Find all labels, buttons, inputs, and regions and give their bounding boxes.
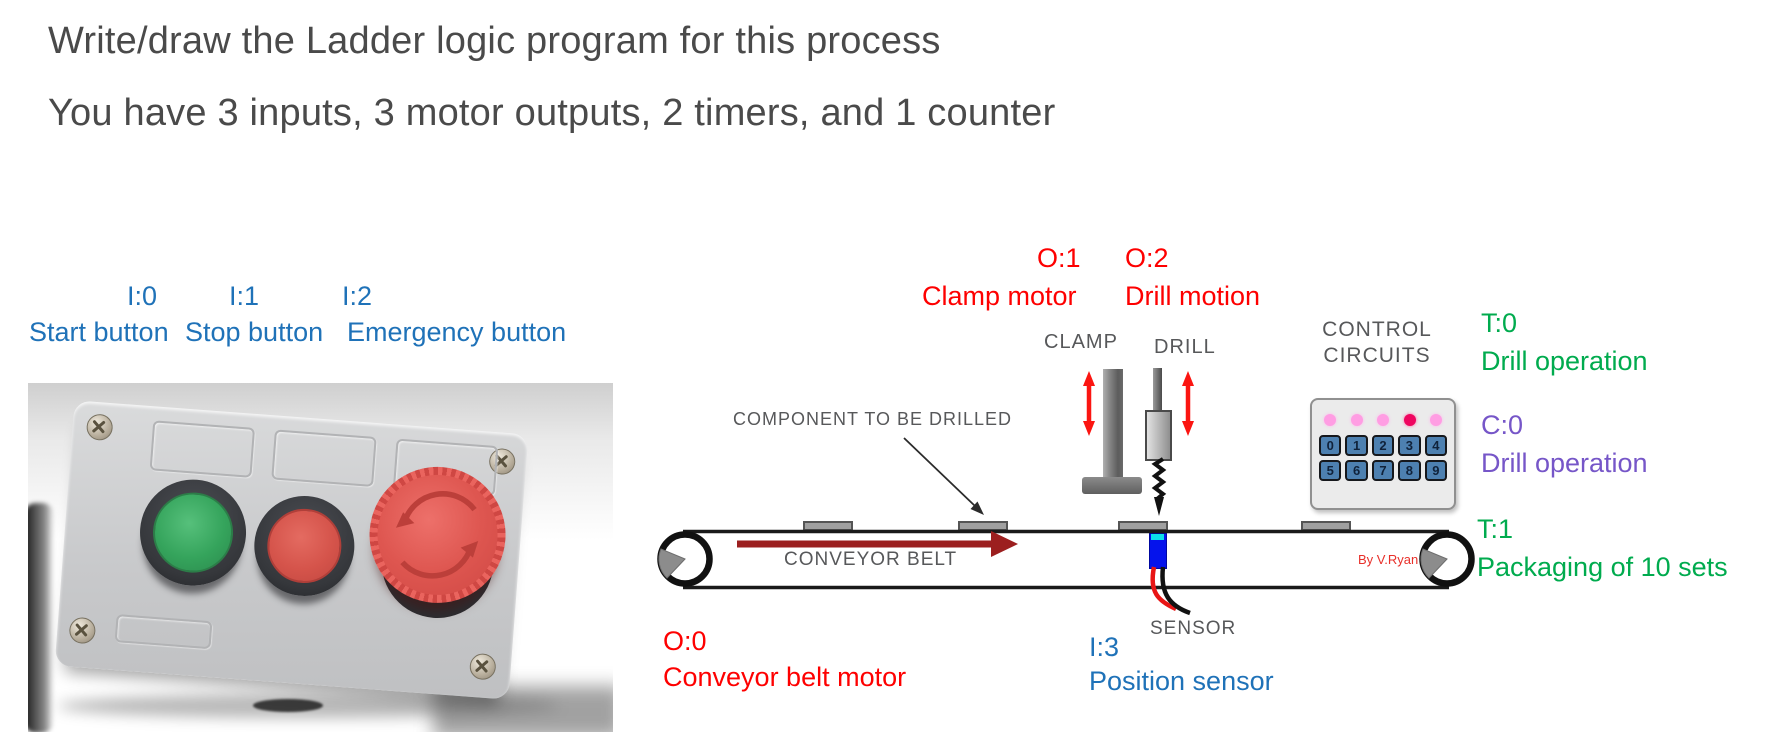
pushbutton-station-photo — [28, 383, 613, 732]
belt-component — [803, 521, 853, 531]
input-i2-code: I:2 — [342, 281, 373, 311]
timer-t1-code: T:1 — [1477, 514, 1514, 544]
screw-icon — [68, 616, 97, 645]
slide-title-line1: Write/draw the Ladder logic program for … — [48, 20, 941, 62]
estop-reset-arrows-icon — [395, 491, 479, 579]
stop-button — [264, 506, 345, 586]
keypad-row-2: 5 6 7 8 9 — [1312, 460, 1454, 481]
led-indicator — [1377, 414, 1389, 426]
label-plate — [114, 614, 213, 650]
keypad-key: 3 — [1398, 435, 1421, 456]
input-i1-code: I:1 — [229, 281, 260, 311]
input-i3-label: Position sensor — [1089, 666, 1274, 696]
control-circuits-label: CONTROL CIRCUITS — [1322, 318, 1432, 368]
component-label: COMPONENT TO BE DRILLED — [733, 409, 1013, 429]
output-o2-code: O:2 — [1125, 243, 1169, 273]
component-annotation-arrow-icon — [903, 437, 984, 515]
output-o0-code: O:0 — [663, 626, 707, 656]
led-indicator — [1350, 414, 1363, 426]
output-o1-code: O:1 — [1037, 243, 1081, 273]
drill-bit-icon — [1151, 457, 1167, 516]
clamp-motion-arrow-icon — [1083, 371, 1095, 436]
start-button-bezel — [136, 475, 250, 590]
clamp-label: CLAMP — [1044, 331, 1118, 353]
label-plate — [271, 429, 377, 487]
stop-button-bezel — [250, 492, 358, 600]
screw-icon — [85, 413, 114, 442]
timer-t0-code: T:0 — [1481, 308, 1518, 338]
keypad-key: 9 — [1424, 460, 1448, 481]
led-indicator — [1430, 414, 1442, 426]
led-indicator-active — [1403, 414, 1416, 426]
output-o1-label: Clamp motor — [922, 281, 1077, 311]
keypad-key: 7 — [1371, 460, 1395, 481]
conduit-hole — [253, 699, 323, 712]
keypad-key: 4 — [1424, 435, 1448, 456]
drill-chuck — [1145, 410, 1172, 461]
led-indicator — [1324, 414, 1336, 426]
pushbutton-enclosure — [54, 400, 529, 700]
drill-label: DRILL — [1154, 336, 1216, 358]
right-roller-icon — [1419, 531, 1475, 587]
keypad-key: 2 — [1371, 435, 1395, 456]
emergency-stop-button — [364, 462, 511, 608]
label-plate — [149, 420, 256, 478]
input-i3-code: I:3 — [1089, 632, 1120, 662]
input-i0-code: I:0 — [127, 281, 158, 311]
keypad-key: 1 — [1345, 435, 1368, 456]
sensor-wires-icon — [1150, 566, 1191, 616]
belt-component-under-drill — [1118, 521, 1168, 531]
start-button — [150, 489, 236, 576]
photo-shadow — [28, 503, 54, 732]
input-i0-label: Start button — [29, 317, 169, 347]
input-i1-label: Stop button — [185, 317, 324, 347]
left-roller-icon — [657, 531, 713, 587]
keypad-key: 6 — [1345, 460, 1368, 481]
drill-shaft — [1153, 368, 1162, 414]
keypad-key: 5 — [1319, 460, 1342, 481]
keypad-key: 8 — [1398, 460, 1421, 481]
clamp-foot — [1082, 477, 1142, 494]
credit-text: By V.Ryan — [1358, 552, 1419, 567]
slide-title-line2: You have 3 inputs, 3 motor outputs, 2 ti… — [48, 92, 1056, 134]
drill-motion-arrow-icon — [1182, 371, 1194, 436]
led-row — [1312, 400, 1454, 426]
timer-t0-label: Drill operation — [1481, 346, 1648, 376]
sensor-label: SENSOR — [1150, 618, 1237, 639]
screw-icon — [468, 652, 497, 681]
clamp-column — [1103, 369, 1123, 480]
counter-c0-label: Drill operation — [1481, 448, 1648, 478]
timer-t1-label: Packaging of 10 sets — [1477, 552, 1728, 582]
position-sensor-tip — [1151, 534, 1164, 540]
keypad-key: 0 — [1319, 435, 1342, 456]
belt-component-pointed — [958, 521, 1008, 531]
input-i2-label: Emergency button — [347, 317, 567, 347]
output-o2-label: Drill motion — [1125, 281, 1261, 311]
counter-c0-code: C:0 — [1481, 410, 1524, 440]
control-circuits-panel: 0 1 2 3 4 5 6 7 8 9 — [1310, 398, 1456, 510]
keypad-row-1: 0 1 2 3 4 — [1312, 435, 1454, 456]
conveyor-belt-label: CONVEYOR BELT — [784, 549, 958, 570]
output-o0-label: Conveyor belt motor — [663, 662, 907, 692]
belt-component — [1301, 521, 1351, 531]
